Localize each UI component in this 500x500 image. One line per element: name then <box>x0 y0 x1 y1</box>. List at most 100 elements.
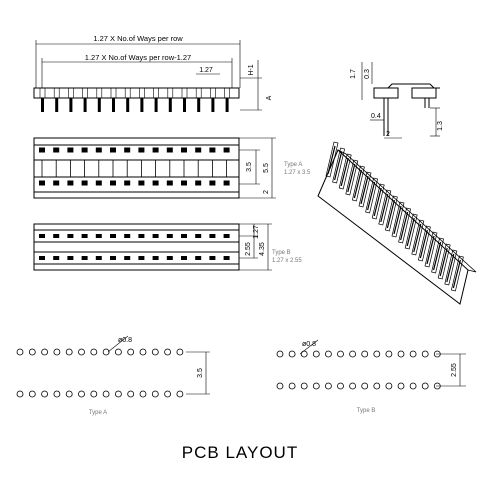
contact-hole <box>124 180 131 186</box>
pin-collar <box>82 87 88 99</box>
d04-label: 0.4 <box>371 113 381 120</box>
pcb-hole <box>139 348 147 356</box>
contact-hole <box>110 234 116 238</box>
iso-slot <box>426 235 435 265</box>
contact-hole <box>53 256 60 260</box>
pcb-hole <box>421 350 429 358</box>
layout-a-caption: Type A <box>89 410 107 416</box>
pcb-hole <box>324 350 332 358</box>
pin-collar <box>181 87 188 99</box>
contact-hole <box>138 147 145 153</box>
contact-hole <box>95 256 102 260</box>
contact-hole <box>166 147 173 153</box>
iso-tooth <box>338 153 352 190</box>
contact-hole <box>209 256 216 260</box>
overall-length-label: 1.27 X No.of Ways per row <box>93 34 183 43</box>
pcb-hole <box>65 390 73 398</box>
middle-view-a: 3.5 5.5 2 <box>33 137 276 199</box>
pin <box>126 98 130 112</box>
pcb-hole <box>176 348 184 356</box>
pcb-hole <box>349 382 357 390</box>
row-b-label: 2.55 <box>451 363 458 377</box>
note-b-line1: Type B <box>272 250 291 256</box>
contact-hole <box>152 256 159 260</box>
contact-hole <box>223 234 230 238</box>
pcb-hole <box>102 348 110 356</box>
layout-b-caption: Type B <box>357 408 376 414</box>
iso-slot <box>380 193 389 223</box>
iso-tooth <box>365 177 379 214</box>
contact-hole <box>152 234 159 238</box>
iso-tooth <box>444 249 458 286</box>
pcb-hole <box>276 350 284 358</box>
pcb-hole <box>300 382 308 390</box>
contact-hole <box>138 256 145 260</box>
d255-label: 2.55 <box>245 242 252 256</box>
pin <box>69 98 73 112</box>
h1-label: H-1 <box>248 64 255 75</box>
iso-slot <box>400 211 409 241</box>
pcb-layout-a: ø0.8 3.5 Type A <box>16 335 210 416</box>
contact-hole <box>166 180 173 186</box>
pcb-hole <box>16 390 24 398</box>
pcb-layout-b: ø0.8 2.55 Type B <box>276 339 466 414</box>
contact-hole <box>138 180 145 186</box>
contact-hole <box>39 180 45 186</box>
pcb-hole <box>28 348 36 356</box>
contact-hole <box>53 147 60 153</box>
pin-collar <box>124 87 131 99</box>
contact-hole <box>110 256 116 260</box>
pcb-hole <box>385 350 393 358</box>
iso-slot <box>452 259 461 289</box>
inner-length-label: 1.27 X No.of Ways per row-1.27 <box>85 53 191 62</box>
iso-slot <box>327 145 336 175</box>
contact-hole <box>53 234 60 238</box>
contact-hole <box>181 256 187 260</box>
iso-slot <box>367 181 376 211</box>
contact-hole <box>81 234 88 238</box>
hole-a-label: ø0.8 <box>118 337 132 344</box>
d35-label: 3.5 <box>246 162 253 172</box>
iso-slot <box>439 247 448 277</box>
pin <box>112 98 115 112</box>
pcb-hole <box>300 350 308 358</box>
iso-slot <box>353 169 362 199</box>
iso-slot <box>406 217 415 247</box>
contact-hole <box>181 180 187 186</box>
contact-hole <box>67 234 74 238</box>
contact-hole <box>81 180 88 186</box>
pcb-hole <box>90 348 98 356</box>
pin-collar <box>53 87 60 99</box>
pcb-hole <box>373 350 381 358</box>
contact-hole <box>181 147 187 153</box>
iso-slot <box>386 199 395 229</box>
pin-collar <box>110 87 117 99</box>
pcb-hole <box>324 382 332 390</box>
pin-collar <box>153 87 159 99</box>
pin-collar <box>39 87 46 99</box>
page-title: PCB LAYOUT <box>182 443 298 462</box>
pcb-hole <box>312 382 320 390</box>
contact-hole <box>124 234 131 238</box>
middle-view-b: 1.27 2.55 4.35 <box>33 223 272 271</box>
note-a-line1: Type A <box>284 162 302 168</box>
pcb-hole <box>41 390 48 398</box>
pin <box>41 98 44 112</box>
pcb-hole <box>397 350 405 358</box>
pcb-hole <box>127 390 135 398</box>
pin <box>55 98 59 112</box>
iso-tooth <box>371 183 385 220</box>
iso-slot <box>347 163 356 193</box>
pcb-hole <box>151 348 159 356</box>
iso-tooth <box>417 225 431 262</box>
contact-hole <box>95 180 102 186</box>
contact-hole <box>152 147 159 153</box>
pcb-hole <box>373 382 381 390</box>
pcb-hole <box>312 350 320 358</box>
iso-slot <box>433 241 442 271</box>
iso-tooth <box>411 219 425 256</box>
pin <box>154 98 158 112</box>
pcb-hole <box>276 382 284 390</box>
pcb-hole <box>115 348 122 356</box>
